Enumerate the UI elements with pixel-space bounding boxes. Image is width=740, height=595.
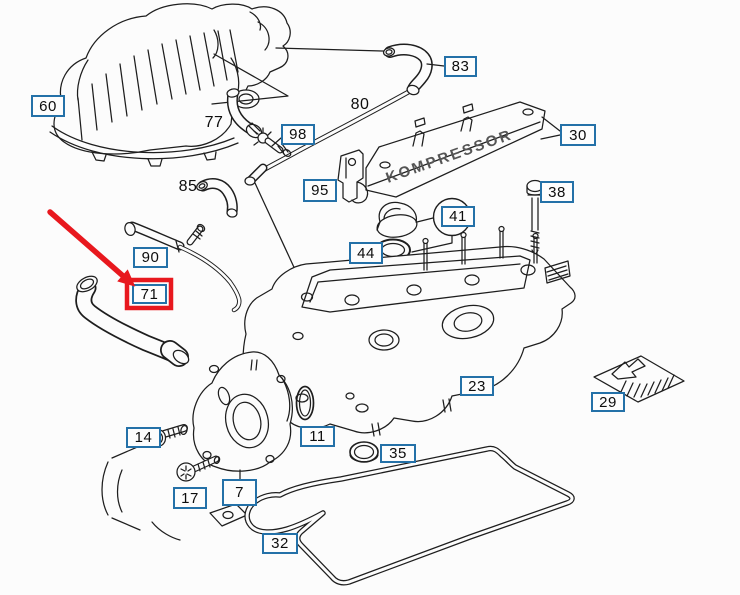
callout-30[interactable]: 30 — [560, 124, 596, 146]
callout-23[interactable]: 23 — [460, 376, 494, 396]
callout-71[interactable]: 71 — [132, 284, 167, 304]
callout-35[interactable]: 35 — [380, 444, 416, 463]
callout-83[interactable]: 83 — [444, 56, 477, 77]
callout-17[interactable]: 17 — [173, 487, 207, 509]
callout-32[interactable]: 32 — [262, 533, 298, 554]
callout-44[interactable]: 44 — [349, 242, 383, 264]
part-17-torx-screw — [176, 455, 221, 482]
part-11-o-ring — [295, 385, 315, 421]
callout-60[interactable]: 60 — [31, 95, 65, 117]
part-95-bracket — [337, 149, 369, 204]
part-98-vent-valve — [253, 127, 292, 157]
part-90-vent-pipe — [124, 221, 242, 313]
part-85-elbow-hose — [196, 178, 238, 218]
callout-41[interactable]: 41 — [441, 206, 475, 227]
part-35-sealing-ring — [349, 441, 379, 463]
callout-38[interactable]: 38 — [540, 181, 574, 203]
callout-77: 77 — [204, 114, 224, 131]
callout-29[interactable]: 29 — [591, 392, 625, 412]
callout-14[interactable]: 14 — [126, 427, 161, 448]
callout-90[interactable]: 90 — [133, 247, 168, 268]
part-7-front-cover — [192, 351, 293, 480]
part-83-breather-hose — [382, 43, 445, 96]
callout-98[interactable]: 98 — [281, 124, 315, 145]
callout-80: 80 — [350, 96, 370, 113]
callout-95[interactable]: 95 — [303, 179, 337, 202]
callout-85: 85 — [178, 178, 198, 195]
part-41-oil-cap — [376, 197, 472, 253]
callout-11[interactable]: 11 — [300, 426, 335, 447]
callout-7[interactable]: 7 — [222, 479, 257, 506]
leader-lines — [271, 137, 282, 147]
misc-left-assembly — [101, 444, 248, 541]
part-71-breather-hose — [75, 275, 190, 367]
part-80-vent-pipe — [244, 87, 416, 295]
